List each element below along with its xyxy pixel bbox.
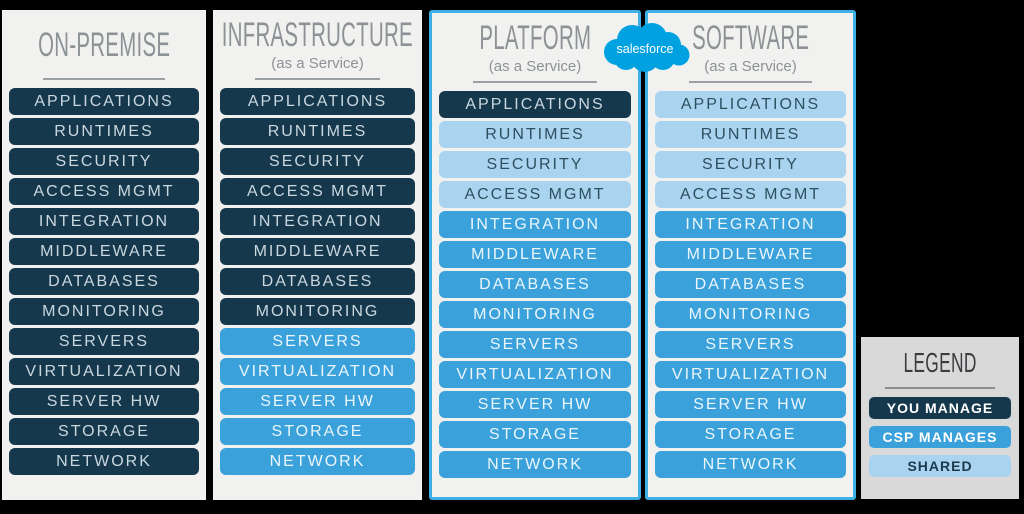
row-network: NETWORK [439,451,631,478]
legend-item-you-manage: YOU MANAGE [869,397,1011,419]
row-applications: APPLICATIONS [655,91,846,118]
salesforce-logo: salesforce [596,19,694,75]
column-subtitle: (as a Service) [271,55,364,72]
row-servers: SERVERS [220,328,415,355]
column-rows: APPLICATIONS RUNTIMES SECURITY ACCESS MGMT I… [2,80,206,475]
column-header-on-premise: ON-PREMISE [2,10,206,80]
row-monitoring: MONITORING [655,301,846,328]
column-title-underline [689,81,812,83]
row-virtualization: VIRTUALIZATION [439,361,631,388]
column-header-paas: PLATFORM(as a Service) [432,13,638,83]
row-network: NETWORK [220,448,415,475]
row-applications: APPLICATIONS [9,88,199,115]
row-middleware: MIDDLEWARE [439,241,631,268]
row-network: NETWORK [655,451,846,478]
column-title: INFRASTRUCTURE [221,16,414,54]
salesforce-cloud-icon: salesforce [604,23,690,72]
column-rows: APPLICATIONS RUNTIMES SECURITY ACCESS MGMT I… [432,83,638,478]
legend-panel: LEGEND YOU MANAGE CSP MANAGES SHARED [861,337,1019,499]
row-security: SECURITY [655,151,846,178]
legend-items: YOU MANAGE CSP MANAGES SHARED [861,389,1019,477]
row-middleware: MIDDLEWARE [9,238,199,265]
column-subtitle: (as a Service) [488,58,582,75]
row-middleware: MIDDLEWARE [655,241,846,268]
legend-item-shared: SHARED [869,455,1011,477]
row-access-mgmt: ACCESS MGMT [9,178,199,205]
column-rows: APPLICATIONS RUNTIMES SECURITY ACCESS MGMT I… [648,83,853,478]
legend-title: LEGEND [903,347,977,378]
column-title-underline [42,78,166,80]
row-runtimes: RUNTIMES [439,121,631,148]
row-security: SECURITY [220,148,415,175]
column-header-saas: SOFTWARE(as a Service) [648,13,853,83]
row-virtualization: VIRTUALIZATION [220,358,415,385]
row-access-mgmt: ACCESS MGMT [439,181,631,208]
column-saas: SOFTWARE(as a Service) APPLICATIONS RUNTIM… [645,10,856,500]
row-databases: DATABASES [655,271,846,298]
column-subtitle: (as a Service) [704,58,797,75]
row-storage: STORAGE [439,421,631,448]
column-rows: APPLICATIONS RUNTIMES SECURITY ACCESS MGMT I… [213,80,422,475]
row-virtualization: VIRTUALIZATION [9,358,199,385]
row-server-hw: SERVER HW [439,391,631,418]
row-applications: APPLICATIONS [439,91,631,118]
row-virtualization: VIRTUALIZATION [655,361,846,388]
column-iaas: INFRASTRUCTURE(as a Service)APPLICATIONS… [213,10,422,500]
column-title: PLATFORM [479,19,591,57]
column-paas: PLATFORM(as a Service) APPLICATIONS RUNTIM… [429,10,641,500]
row-servers: SERVERS [439,331,631,358]
column-title: ON-PREMISE [37,26,171,64]
row-servers: SERVERS [655,331,846,358]
column-title: SOFTWARE [691,19,810,57]
row-integration: INTEGRATION [220,208,415,235]
row-server-hw: SERVER HW [9,388,199,415]
row-servers: SERVERS [9,328,199,355]
row-integration: INTEGRATION [655,211,846,238]
row-storage: STORAGE [220,418,415,445]
row-runtimes: RUNTIMES [9,118,199,145]
row-access-mgmt: ACCESS MGMT [220,178,415,205]
row-security: SECURITY [9,148,199,175]
row-storage: STORAGE [9,418,199,445]
row-security: SECURITY [439,151,631,178]
column-header-iaas: INFRASTRUCTURE(as a Service) [213,10,422,80]
row-monitoring: MONITORING [439,301,631,328]
row-integration: INTEGRATION [439,211,631,238]
row-server-hw: SERVER HW [655,391,846,418]
legend-header: LEGEND [861,337,1019,389]
salesforce-logo-text: salesforce [617,42,674,56]
row-storage: STORAGE [655,421,846,448]
row-databases: DATABASES [9,268,199,295]
row-integration: INTEGRATION [9,208,199,235]
legend-title-underline [884,387,996,389]
legend-item-csp-manages: CSP MANAGES [869,426,1011,448]
row-server-hw: SERVER HW [220,388,415,415]
row-runtimes: RUNTIMES [655,121,846,148]
column-on-premise: ON-PREMISE APPLICATIONS RUNTIMES SECURITY AC… [2,10,206,500]
row-network: NETWORK [9,448,199,475]
row-monitoring: MONITORING [220,298,415,325]
row-runtimes: RUNTIMES [220,118,415,145]
row-middleware: MIDDLEWARE [220,238,415,265]
row-databases: DATABASES [220,268,415,295]
row-databases: DATABASES [439,271,631,298]
column-title-underline [254,78,381,80]
column-title-underline [473,81,597,83]
row-applications: APPLICATIONS [220,88,415,115]
row-access-mgmt: ACCESS MGMT [655,181,846,208]
row-monitoring: MONITORING [9,298,199,325]
